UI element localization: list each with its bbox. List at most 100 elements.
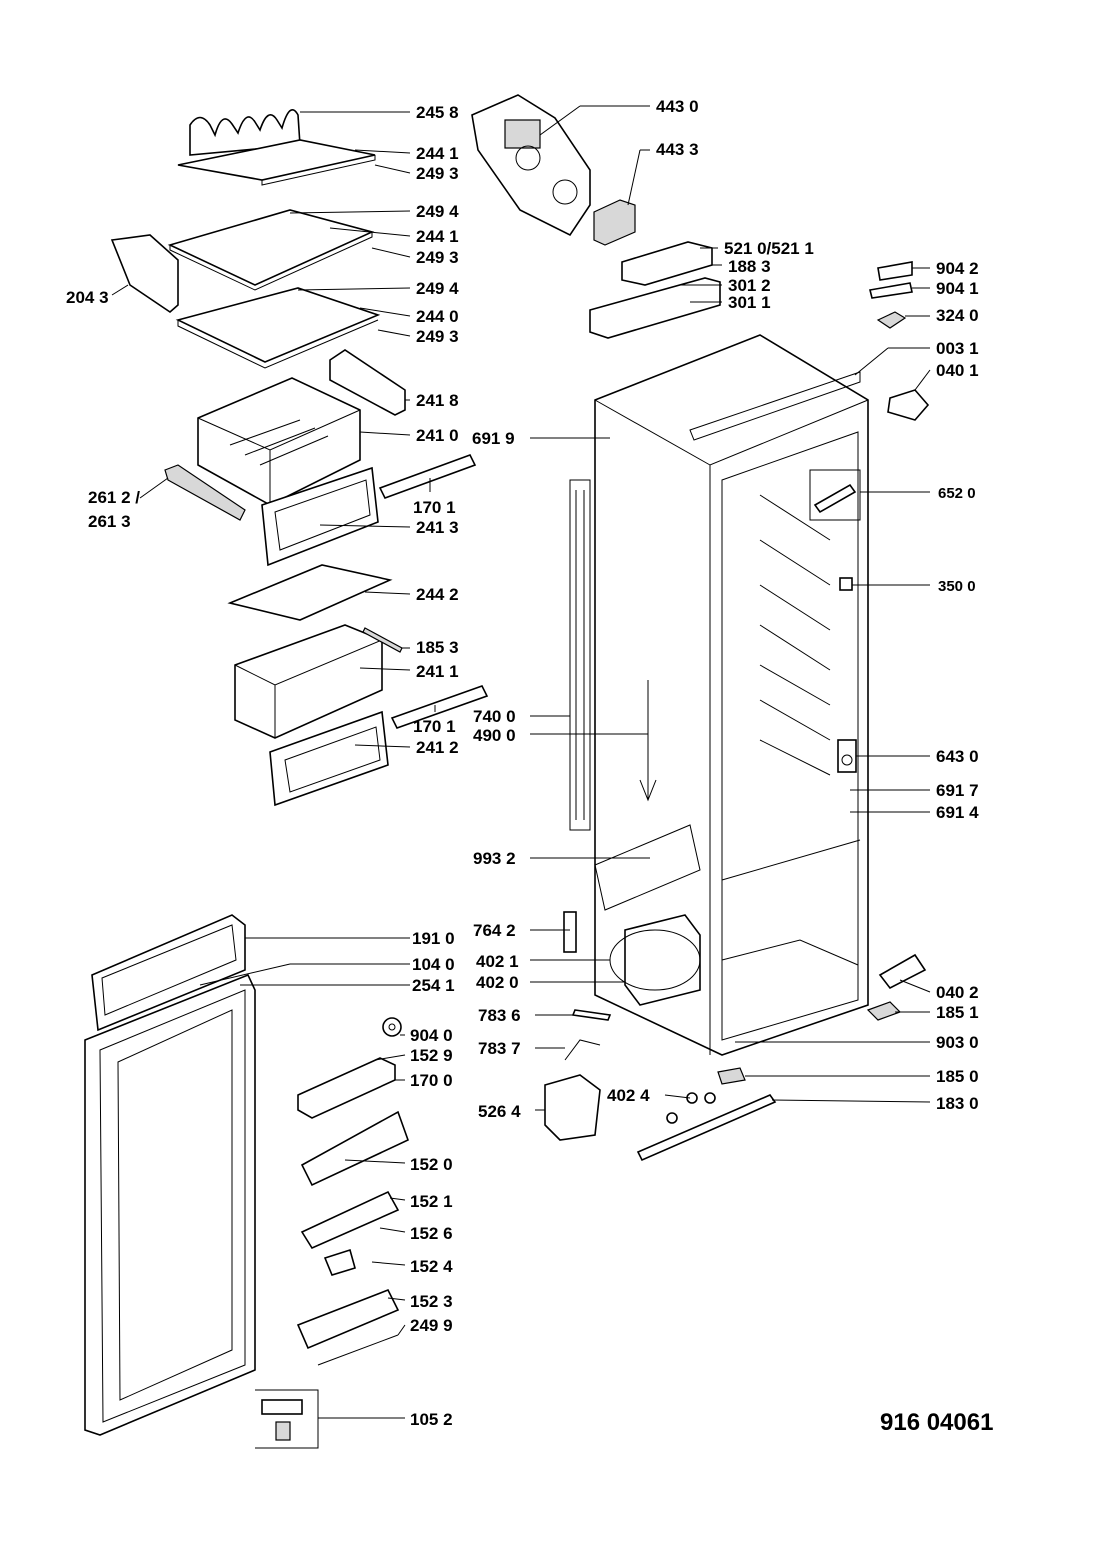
label-170-0: 170 0 <box>410 1071 453 1090</box>
label-170-1-b: 170 1 <box>413 717 456 736</box>
label-993-2: 993 2 <box>473 849 516 868</box>
label-261-2: 261 2 / <box>88 488 140 507</box>
door-bin-152-9 <box>297 1057 396 1119</box>
label-904-2: 904 2 <box>936 259 979 278</box>
leader-lines <box>111 105 931 1419</box>
label-152-0: 152 0 <box>410 1155 453 1174</box>
label-691-7: 691 7 <box>936 781 979 800</box>
hinge-box-105-2 <box>255 1389 319 1449</box>
label-261-3: 261 3 <box>88 512 131 531</box>
label-249-4-b: 249 4 <box>416 279 459 298</box>
label-764-2: 764 2 <box>473 921 516 940</box>
cover-993-2 <box>594 824 701 911</box>
label-691-9: 691 9 <box>472 429 515 448</box>
label-241-1: 241 1 <box>416 662 459 681</box>
base-plate-185-0 <box>717 1067 746 1085</box>
hinge-cover-904-1 <box>869 282 913 299</box>
cap-324-0 <box>876 311 907 329</box>
strip-249-9 <box>317 1334 399 1366</box>
label-301-2: 301 2 <box>728 276 771 295</box>
label-904-0: 904 0 <box>410 1026 453 1045</box>
label-249-3-a: 249 3 <box>416 164 459 183</box>
profile-170-1-upper <box>378 454 477 499</box>
drawing-number: 916 04061 <box>880 1409 993 1436</box>
rod-185-3 <box>362 627 403 653</box>
label-241-2: 241 2 <box>416 738 459 757</box>
compressor-402 <box>609 914 701 1006</box>
label-185-3: 185 3 <box>416 638 459 657</box>
label-003-1: 003 1 <box>936 339 979 358</box>
door-bin-152-6 <box>323 1248 356 1276</box>
label-152-6: 152 6 <box>410 1224 453 1243</box>
base-rail-183-0 <box>636 1094 777 1162</box>
label-249-9: 249 9 <box>410 1316 453 1335</box>
crisper-front-241-2 <box>269 710 389 807</box>
part-783-6 <box>571 1009 612 1021</box>
label-521-0-521-1: 521 0/521 1 <box>724 239 814 258</box>
label-740-0: 740 0 <box>473 707 516 726</box>
part-labels: 245 8 244 1 249 3 249 4 244 1 249 3 204 … <box>66 97 993 1436</box>
label-402-0: 402 0 <box>476 973 519 992</box>
label-244-2: 244 2 <box>416 585 459 604</box>
label-170-1-a: 170 1 <box>413 498 456 517</box>
label-402-1: 402 1 <box>476 952 519 971</box>
label-643-0: 643 0 <box>936 747 979 766</box>
hinge-cover-904-2 <box>877 261 913 281</box>
label-443-0: 443 0 <box>656 97 699 116</box>
part-764-2 <box>563 911 577 953</box>
glass-shelf-middle <box>167 209 375 291</box>
label-402-4: 402 4 <box>607 1086 650 1105</box>
label-249-3-b: 249 3 <box>416 248 459 267</box>
thermostat-643-0 <box>837 739 857 773</box>
relay-526-4 <box>544 1074 601 1141</box>
label-191-0: 191 0 <box>412 929 455 948</box>
part-783-7 <box>564 1039 601 1061</box>
door-bin-152-3 <box>296 1288 400 1350</box>
label-185-0: 185 0 <box>936 1067 979 1086</box>
glass-shelf-lower <box>175 287 381 369</box>
label-652-0: 652 0 <box>938 485 976 502</box>
label-040-1: 040 1 <box>936 361 979 380</box>
glass-cover-244-2 <box>227 564 393 621</box>
bottle-holder-241-8 <box>329 349 406 416</box>
door-bin-152-0 <box>300 1110 409 1187</box>
label-241-8: 241 8 <box>416 391 459 410</box>
door-gasket-191-0 <box>91 914 246 1032</box>
label-249-3-c: 249 3 <box>416 327 459 346</box>
label-104-0: 104 0 <box>412 955 455 974</box>
label-526-4: 526 4 <box>478 1102 521 1121</box>
label-183-0: 183 0 <box>936 1094 979 1113</box>
part-185-1 <box>866 1001 902 1021</box>
cabinet-bottom-compartment <box>721 839 861 966</box>
glass-shelf-top <box>177 139 376 186</box>
feet-402-4 <box>666 1092 716 1124</box>
label-040-2: 040 2 <box>936 983 979 1002</box>
crisper-drawer-241-0 <box>197 377 361 506</box>
door-assembly <box>84 973 256 1436</box>
label-301-1: 301 1 <box>728 293 771 312</box>
label-244-1-b: 244 1 <box>416 227 459 246</box>
label-443-3: 443 3 <box>656 140 699 159</box>
label-152-1: 152 1 <box>410 1192 453 1211</box>
label-903-0: 903 0 <box>936 1033 979 1052</box>
label-244-1-a: 244 1 <box>416 144 459 163</box>
door-bin-152-1 <box>300 1190 400 1250</box>
crisper-cover-204-3 <box>110 234 179 314</box>
hinge-040-1 <box>887 389 930 421</box>
crisper-drawer-241-1 <box>234 624 383 739</box>
label-152-4: 152 4 <box>410 1257 453 1276</box>
label-324-0: 324 0 <box>936 306 979 325</box>
label-241-3: 241 3 <box>416 518 459 537</box>
cabinet-body <box>594 334 869 1056</box>
shelf-245-8-wine-rack <box>189 109 301 156</box>
filter-443-3 <box>593 199 636 246</box>
fan-assembly-443-0 <box>471 94 591 237</box>
label-904-1: 904 1 <box>936 279 979 298</box>
lamp-cover-652-0 <box>809 469 861 521</box>
label-783-7: 783 7 <box>478 1039 521 1058</box>
label-254-1: 254 1 <box>412 976 455 995</box>
label-152-3: 152 3 <box>410 1292 453 1311</box>
label-105-2: 105 2 <box>410 1410 453 1429</box>
label-152-9: 152 9 <box>410 1046 453 1065</box>
profile-170-1-lower <box>390 685 489 729</box>
